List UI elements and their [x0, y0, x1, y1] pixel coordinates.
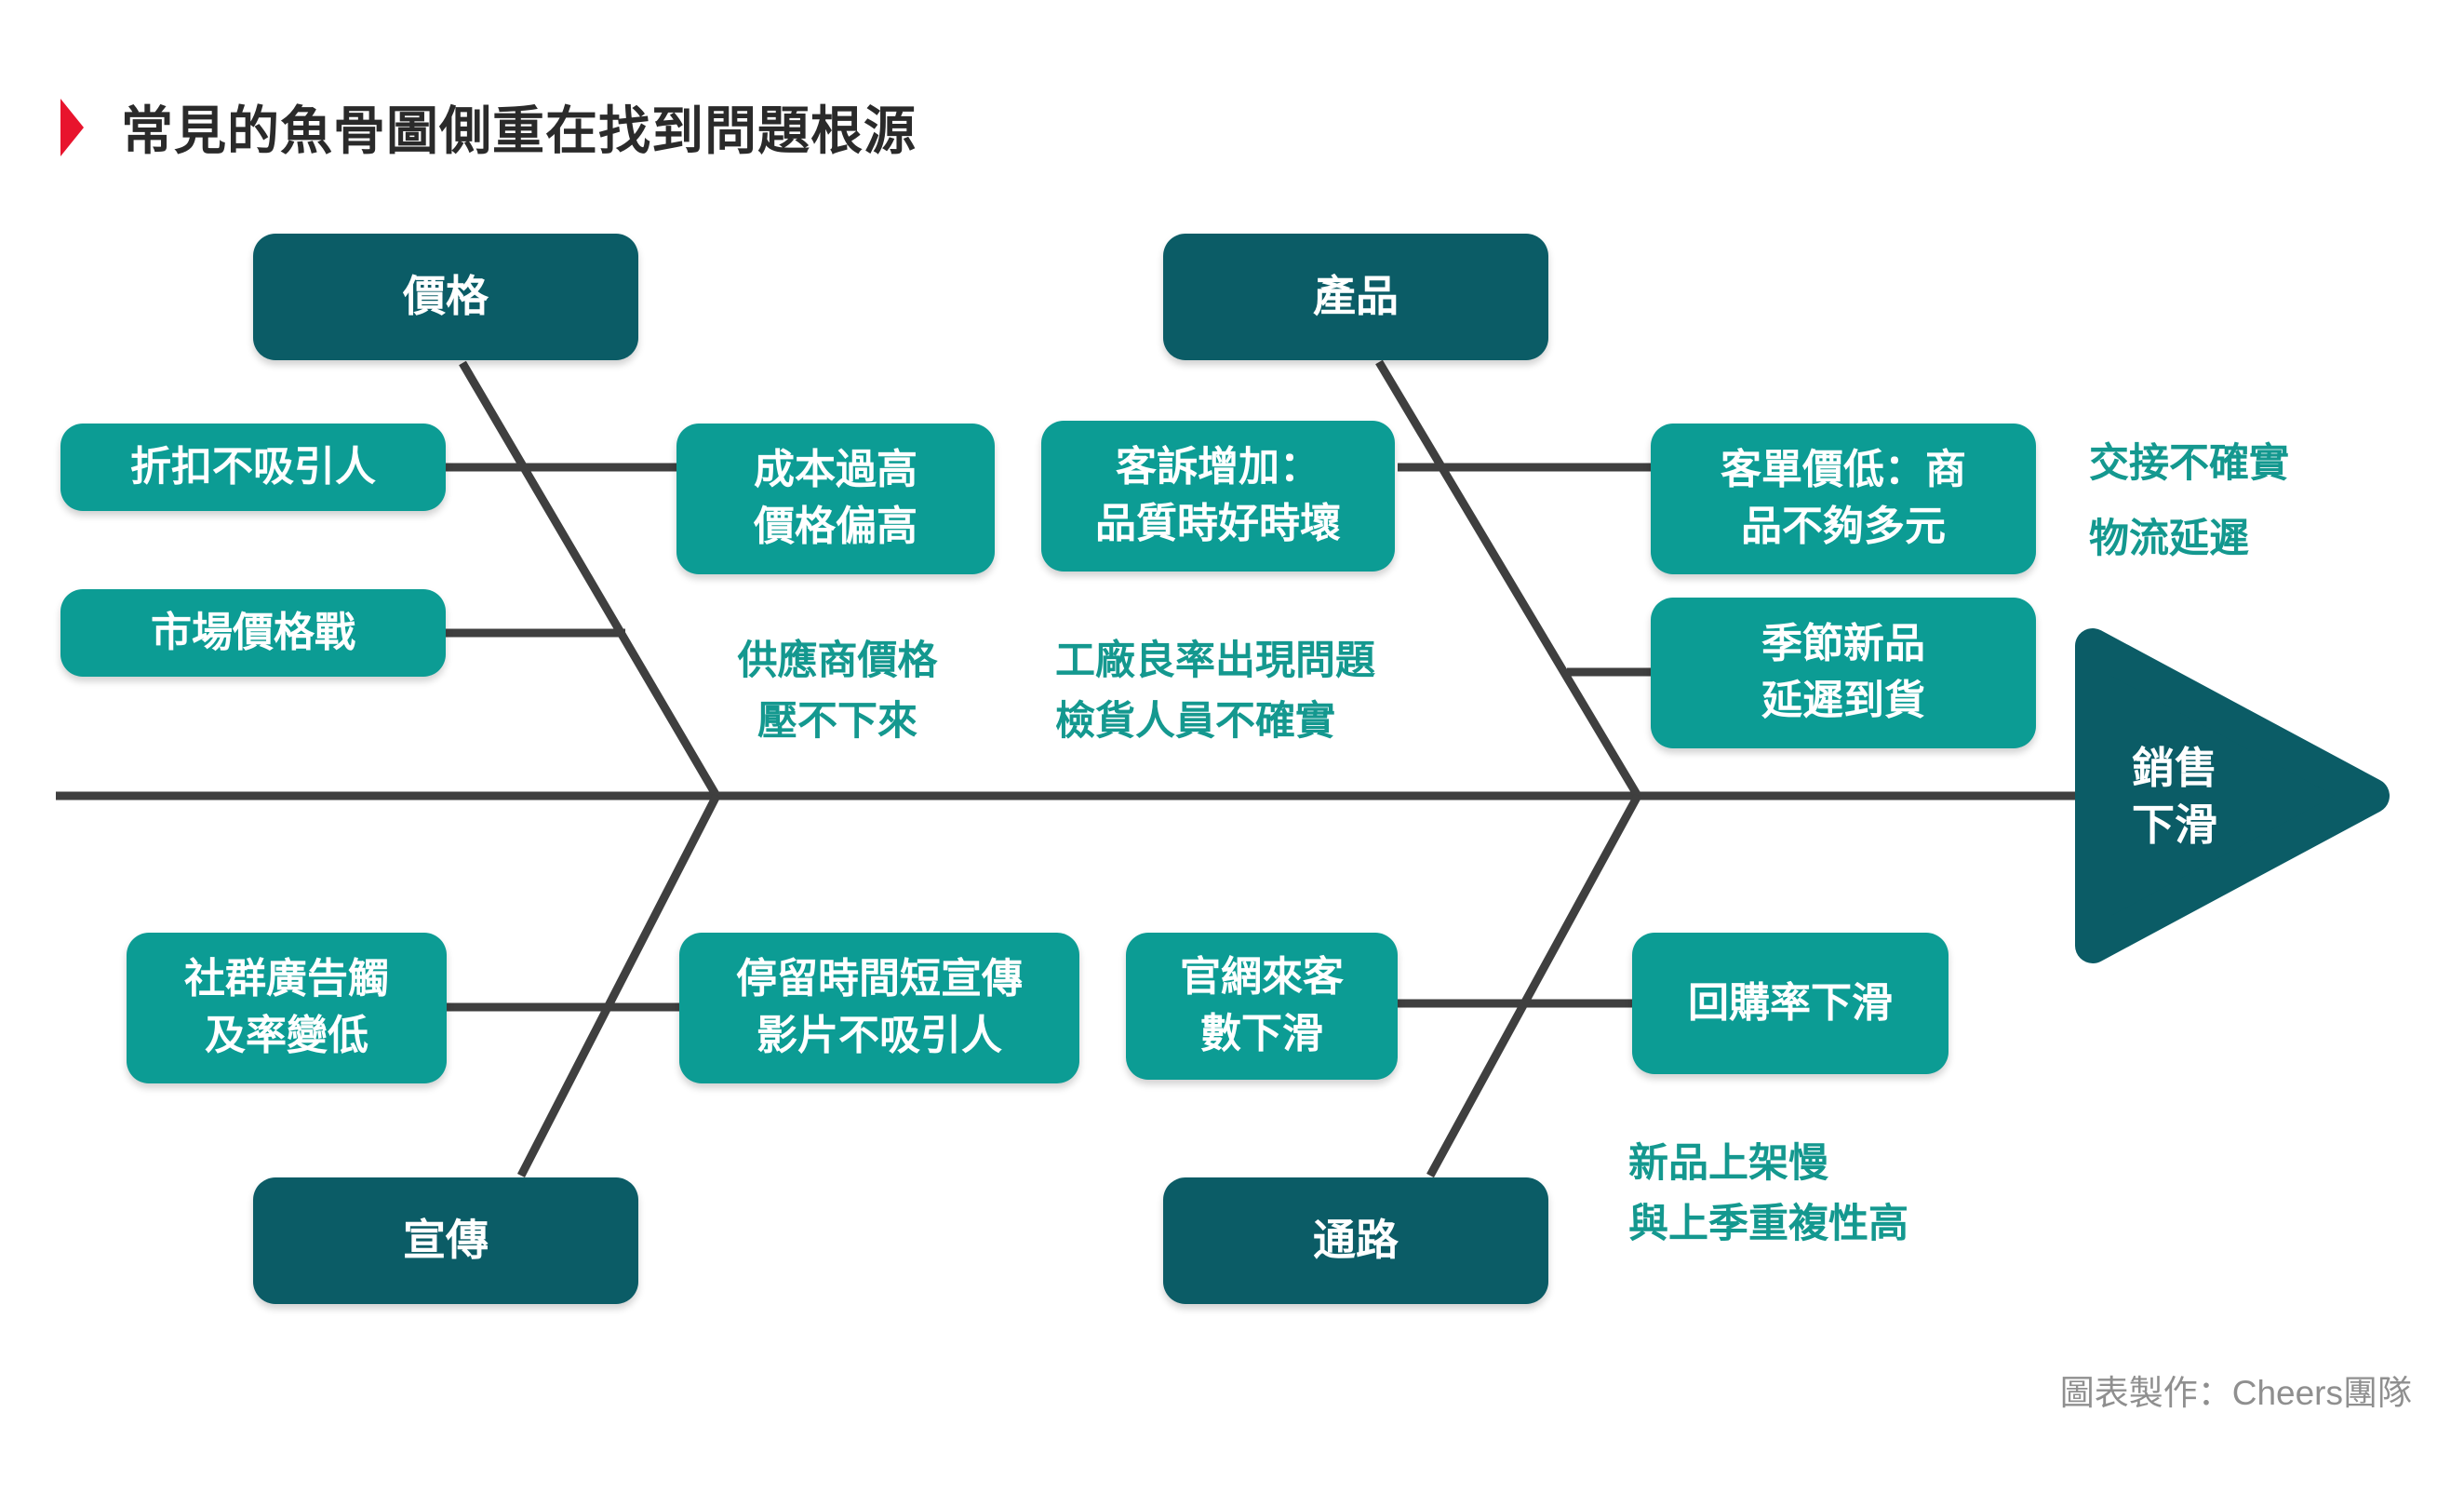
branch-channel-line — [1426, 793, 1641, 1178]
category-box-promotion: 宣傳 — [253, 1177, 638, 1304]
credit-text: 圖表製作：Cheers團隊 — [2059, 1374, 2412, 1412]
cause-box-cost-high: 成本過高 價格偏高 — [676, 424, 995, 574]
annotation-handover: 交接不確實 物流延遲 — [2089, 441, 2289, 561]
annotation-new-product: 新品上架慢 與上季重複性高 — [1628, 1141, 1908, 1246]
category-box-price: 價格 — [253, 234, 638, 360]
effect-arrow — [2075, 628, 2390, 963]
page-title: 常見的魚骨圖側重在找到問題根源 — [121, 101, 917, 160]
annotation-factory: 工廠良率出現問題 檢貨人員不確實 — [1055, 639, 1375, 744]
cause-box-seasonal: 季節新品 延遲到貨 — [1651, 598, 2036, 748]
red-arrow-icon — [60, 98, 84, 156]
branch-product-line — [1375, 359, 1641, 799]
category-box-product: 產品 — [1163, 234, 1548, 360]
annotation-supplier: 供應商價格 壓不下來 — [737, 639, 938, 744]
category-box-channel: 通路 — [1163, 1177, 1548, 1304]
branch-price-line — [459, 360, 720, 799]
cause-box-price-war: 市場價格戰 — [60, 589, 446, 677]
cause-box-social: 社群廣告觸 及率變低 — [127, 933, 447, 1083]
cause-box-discount: 折扣不吸引人 — [60, 424, 446, 511]
cause-box-traffic: 官網來客 數下滑 — [1126, 933, 1398, 1080]
branch-promotion-line — [516, 793, 721, 1178]
cause-box-low-basket: 客單價低：商 品不夠多元 — [1651, 424, 2036, 574]
cause-box-repurchase: 回購率下滑 — [1632, 933, 1948, 1074]
effect-label: 銷售 下滑 — [2132, 744, 2217, 849]
header: 常見的魚骨圖側重在找到問題根源 — [60, 89, 917, 165]
cause-box-short-stay: 停留時間短宣傳 影片不吸引人 — [679, 933, 1079, 1083]
cause-box-complaints: 客訴增加： 品質時好時壞 — [1041, 421, 1395, 572]
